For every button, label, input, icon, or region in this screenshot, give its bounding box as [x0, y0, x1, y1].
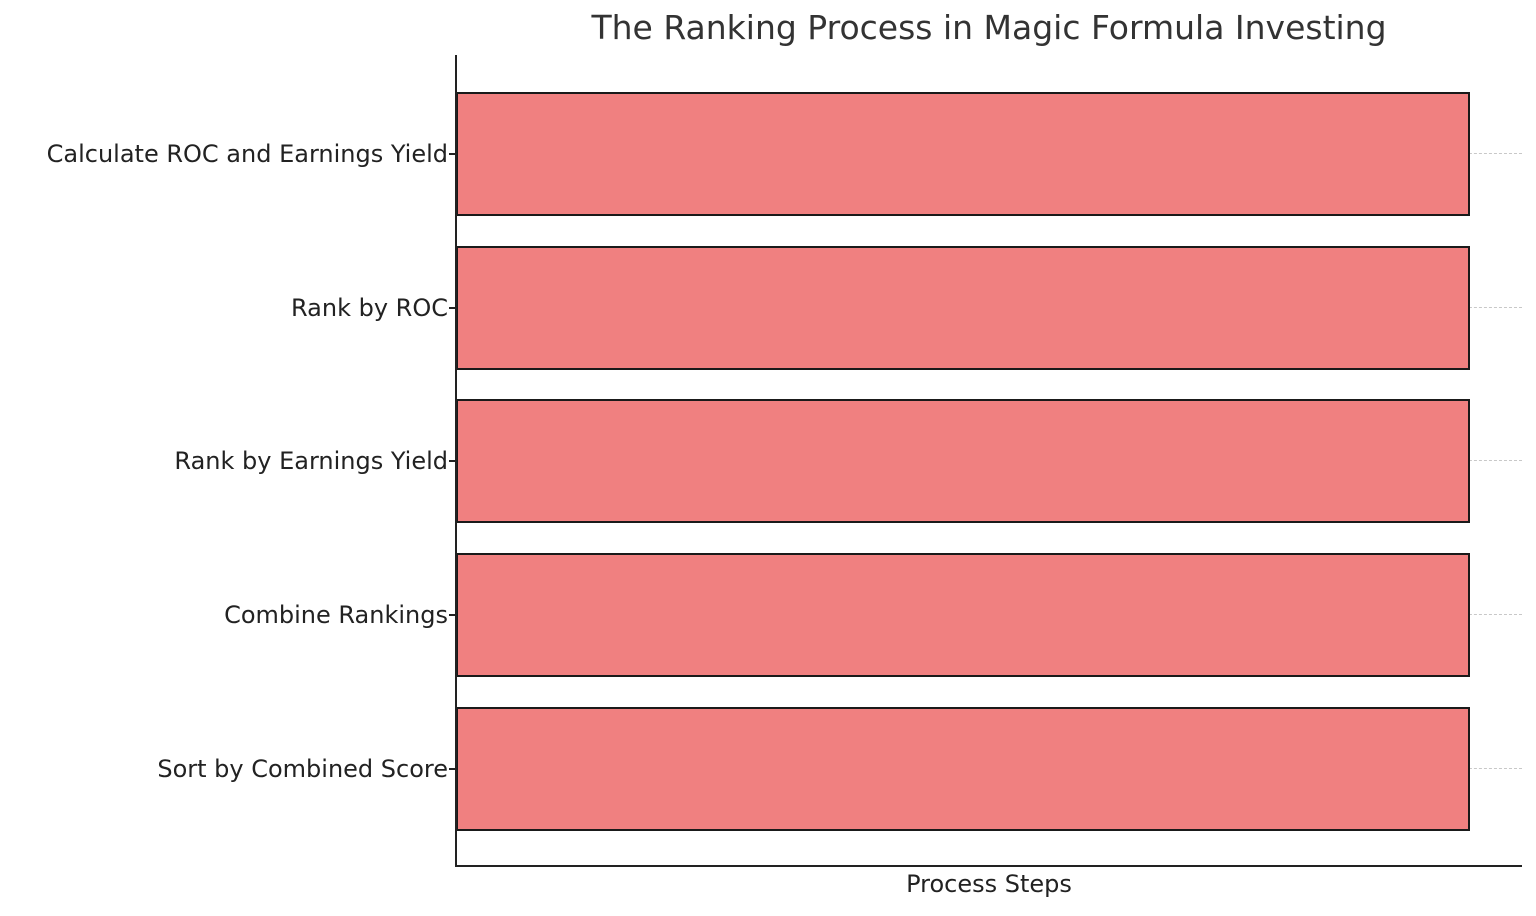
- y-tick-label: Calculate ROC and Earnings Yield: [46, 140, 448, 168]
- bar-rank-by-earnings-yield: [456, 399, 1470, 523]
- x-axis-spine: [455, 865, 1522, 867]
- y-tick: [449, 768, 456, 770]
- y-tick-label: Rank by ROC: [291, 294, 448, 322]
- y-tick: [449, 614, 456, 616]
- y-tick: [449, 153, 456, 155]
- bar-combine-rankings: [456, 553, 1470, 677]
- bar-sort-by-combined-score: [456, 707, 1470, 831]
- y-tick-label: Rank by Earnings Yield: [174, 447, 448, 475]
- x-axis-label: Process Steps: [906, 870, 1072, 898]
- chart-title: The Ranking Process in Magic Formula Inv…: [591, 8, 1387, 47]
- y-tick: [449, 460, 456, 462]
- y-tick-label: Combine Rankings: [224, 601, 448, 629]
- bar-rank-by-roc: [456, 246, 1470, 370]
- y-axis-spine: [455, 55, 457, 867]
- y-tick: [449, 307, 456, 309]
- bar-calculate-roc-and-earnings-yield: [456, 92, 1470, 216]
- y-tick-label: Sort by Combined Score: [157, 755, 448, 783]
